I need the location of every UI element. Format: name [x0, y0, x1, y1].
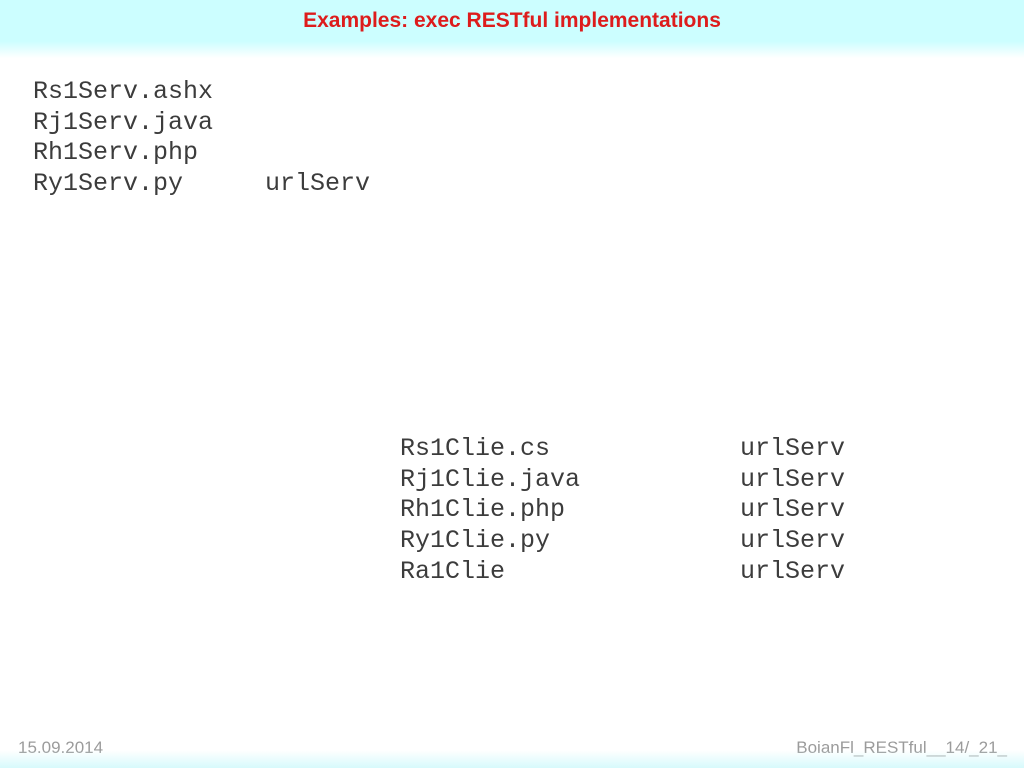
file-name: Ry1Clie.py: [400, 526, 551, 556]
file-name: Rj1Serv.java: [33, 107, 214, 137]
file-name: Rs1Clie.cs: [400, 434, 551, 463]
client-file-row: Rj1Clie.java urlServ: [400, 465, 845, 496]
header-bar: Examples: exec RESTful implementations: [0, 0, 1024, 58]
file-name: Ry1Serv.py: [33, 169, 184, 199]
url-note: urlServ: [740, 526, 846, 556]
client-file-row: Ra1Clie urlServ: [400, 557, 845, 588]
server-file-row: Rj1Serv.java: [33, 108, 370, 139]
url-note: urlServ: [740, 434, 846, 463]
file-name: Rj1Clie.java: [400, 464, 581, 494]
file-name: Rs1Serv.ashx: [33, 77, 214, 106]
server-files-block: Rs1Serv.ashx Rj1Serv.java Rh1Serv.php Ry…: [33, 77, 370, 200]
slide-title: Examples: exec RESTful implementations: [303, 9, 721, 32]
url-note: urlServ: [740, 495, 846, 525]
server-file-row: Rs1Serv.ashx: [33, 77, 370, 108]
client-file-row: Ry1Clie.py urlServ: [400, 526, 845, 557]
file-name: Rh1Serv.php: [33, 138, 199, 168]
file-name: Ra1Clie: [400, 556, 506, 586]
server-file-row: Ry1Serv.py urlServ: [33, 169, 370, 200]
bottom-accent-bar: [0, 750, 1024, 768]
server-file-row: Rh1Serv.php: [33, 138, 370, 169]
client-file-row: Rh1Clie.php urlServ: [400, 495, 845, 526]
file-name: Rh1Clie.php: [400, 495, 566, 525]
client-file-row: Rs1Clie.cs urlServ: [400, 434, 845, 465]
client-files-block: Rs1Clie.cs urlServ Rj1Clie.java urlServ …: [400, 434, 845, 588]
url-note: urlServ: [740, 464, 846, 494]
url-note: urlServ: [265, 169, 371, 199]
url-note: urlServ: [740, 556, 846, 586]
